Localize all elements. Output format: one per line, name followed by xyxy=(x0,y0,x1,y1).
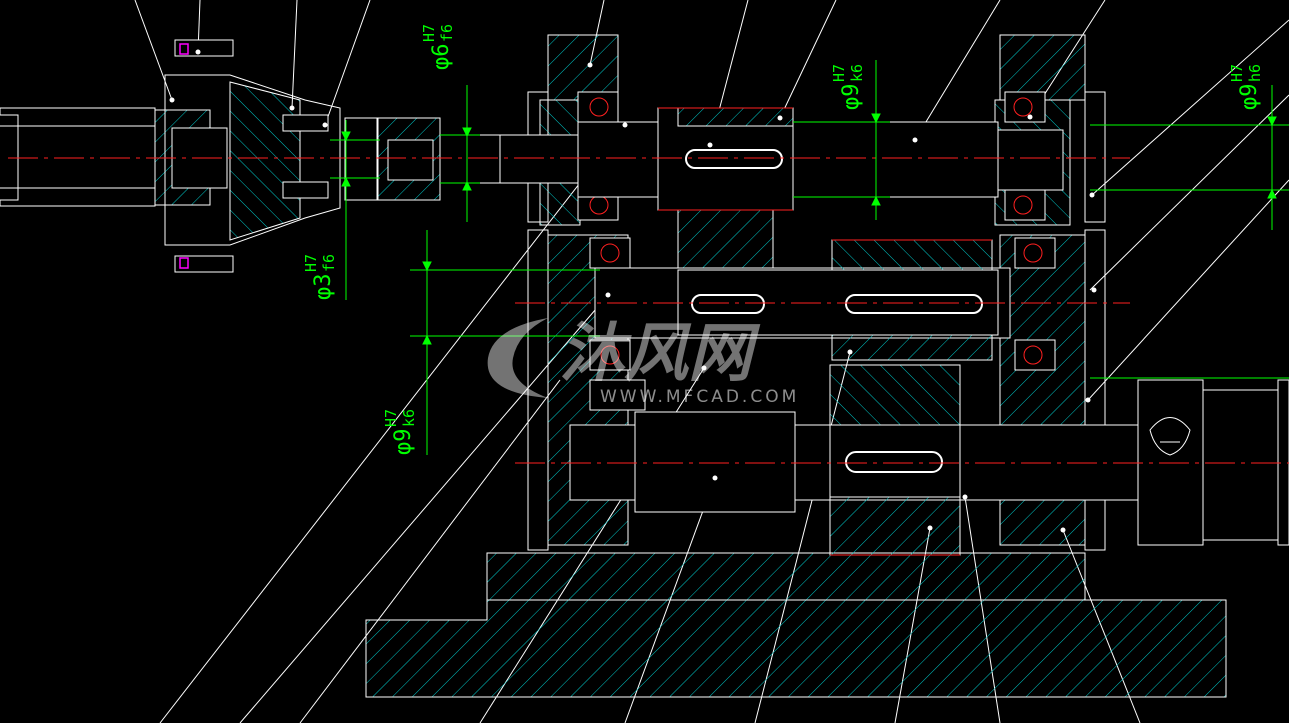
fit-phi9-top-symbol: φ9 xyxy=(839,84,864,111)
fit-phi9-top-upper: H7 xyxy=(830,64,848,82)
fit-annotation-phi9-right: φ9 H7 h6 xyxy=(1228,64,1264,110)
fit-annotation-phi9-left: φ9 H7 k6 xyxy=(382,409,418,455)
fit-phi3-upper: H7 xyxy=(302,254,320,272)
dimension-lines xyxy=(330,60,1289,455)
watermark: 沐风网 WWW.MFCAD.COM xyxy=(487,317,799,407)
fit-phi3-lower: f6 xyxy=(320,254,338,272)
watermark-logo-icon xyxy=(487,318,548,398)
fit-annotation-phi3: φ3 H7 f6 xyxy=(302,254,338,300)
fit-phi6-lower: f6 xyxy=(438,24,456,42)
fit-annotation-phi6: φ6 H7 f6 xyxy=(420,24,456,70)
fit-phi6-symbol: φ6 xyxy=(429,44,454,71)
top-shaft xyxy=(499,107,1064,271)
fit-phi9-left-upper: H7 xyxy=(382,409,400,427)
fit-phi6-upper: H7 xyxy=(420,24,438,42)
left-motor xyxy=(0,39,500,273)
fit-phi9-left-symbol: φ9 xyxy=(391,429,416,456)
fit-phi9-top-lower: k6 xyxy=(848,64,866,82)
fit-phi9-right-lower: h6 xyxy=(1246,64,1264,82)
fit-phi9-right-upper: H7 xyxy=(1228,64,1246,82)
watermark-site: WWW.MFCAD.COM xyxy=(600,387,799,407)
right-motor xyxy=(1137,379,1289,546)
fit-phi9-right-symbol: φ9 xyxy=(1237,84,1262,111)
watermark-brand: 沐风网 xyxy=(560,317,761,391)
center-lines xyxy=(8,157,1289,464)
base-plate xyxy=(365,552,1227,698)
feature-points xyxy=(169,49,1097,533)
fit-phi3-symbol: φ3 xyxy=(311,274,336,301)
fit-phi9-left-lower: k6 xyxy=(400,409,418,427)
fit-annotation-phi9-top: φ9 H7 k6 xyxy=(830,64,866,110)
fastener-marks xyxy=(179,43,189,269)
